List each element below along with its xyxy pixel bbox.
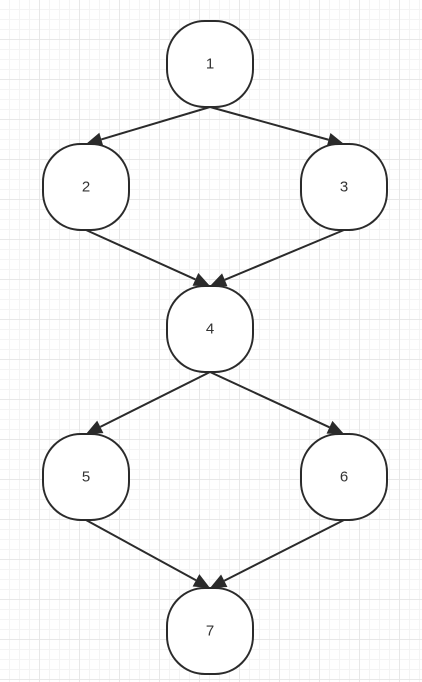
edge-3-to-4 [210,229,345,287]
edge-line [209,371,330,429]
node-shape [42,143,130,231]
edge-4-to-5 [86,371,211,434]
node-label: 2 [82,179,90,196]
node-label: 6 [340,469,348,486]
node-shape [166,20,254,108]
node-shape [42,433,130,521]
edge-line [209,106,329,141]
node-4: 4 [166,285,254,373]
node-label: 1 [206,56,214,73]
arrowhead-icon [192,574,210,588]
edge-1-to-3 [209,106,344,147]
node-7: 7 [166,587,254,675]
arrowhead-icon [210,574,228,588]
node-1: 1 [166,20,254,108]
node-shape [166,285,254,373]
arrowhead-icon [86,132,104,147]
arrowhead-icon [326,420,344,434]
nodes-layer: 1 2 3 4 5 6 7 [42,20,388,675]
node-5: 5 [42,433,130,521]
edge-line [101,106,211,141]
node-label: 7 [206,623,214,640]
arrowhead-icon [86,420,104,434]
node-label: 5 [82,469,90,486]
arrowhead-icon [210,273,228,287]
node-3: 3 [300,143,388,231]
edge-line [85,519,197,582]
node-shape [166,587,254,675]
edge-4-to-6 [209,371,344,434]
node-shape [300,143,388,231]
edge-2-to-4 [85,229,210,286]
edges-layer [85,106,345,588]
node-shape [300,433,388,521]
edge-5-to-7 [85,519,210,588]
edge-line [99,371,211,428]
edge-1-to-2 [86,106,211,147]
node-6: 6 [300,433,388,521]
edge-line [224,229,345,281]
arrowhead-icon [192,273,210,286]
edge-line [223,519,345,582]
edge-6-to-7 [210,519,345,588]
node-2: 2 [42,143,130,231]
node-label: 3 [340,179,348,196]
node-label: 4 [206,321,214,338]
edge-line [85,229,196,281]
